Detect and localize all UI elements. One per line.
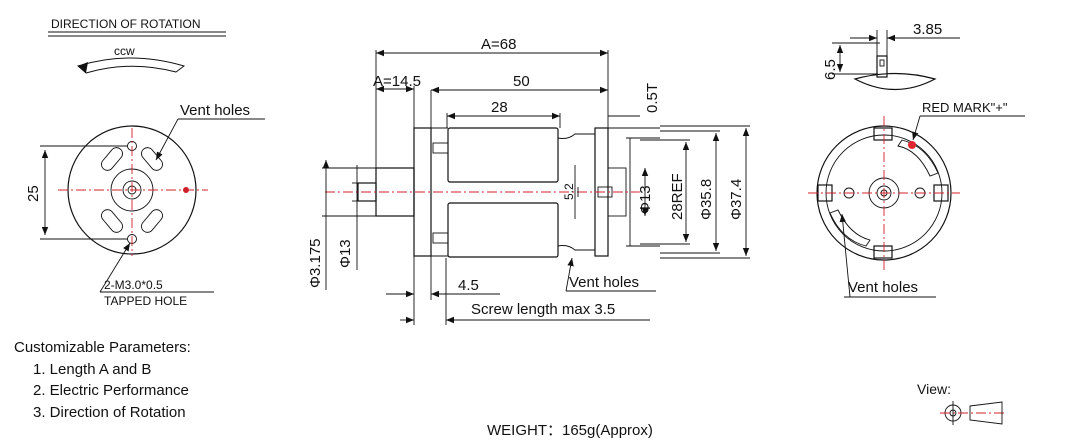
shaft-diameter-dim: Φ3.175 [307,238,324,288]
back-boss-diameter-dim: Φ13 [637,185,654,214]
boss-diameter-dim: Φ13 [337,239,354,268]
parameter-item: 1. Length A and B [33,360,152,378]
screw-length-label: Screw length max 3.5 [471,301,615,318]
back-vent-slot-right [897,139,939,177]
parameters-title: Customizable Parameters: [14,339,191,356]
body-diameter-outer-dim: Φ37.4 [728,179,745,220]
projection-symbol-icon [940,401,1006,425]
back-vent-slot-left [829,209,871,247]
boss-offset-dim: 4.5 [458,277,479,294]
body-bottom [447,202,559,258]
terminal-pitch-dim: 5.2 [562,183,576,200]
customizable-parameters: Customizable Parameters: 1. Length A and… [14,337,191,423]
body-top [447,127,559,183]
red-mark-label: RED MARK"+" [922,100,1008,115]
terminal-detail [853,72,937,91]
terminal-height-dim: 6.5 [822,59,839,80]
direction-title: DIRECTION OF ROTATION [51,17,201,31]
weight-label: WEIGHT：165g(Approx) [487,422,653,439]
front-vent-holes-label: Vent holes [180,102,250,119]
ccw-label: ccw [114,44,135,58]
view-label: View: [917,381,951,397]
tapped-hole-spec: 2-M3.0*0.5 [104,278,163,292]
back-vent-holes-label: Vent holes [848,279,918,296]
overall-length-dim: A=68 [481,36,516,53]
front-height-dim: 25 [25,185,42,202]
end-cap-thickness-dim: 0.5T [644,83,661,113]
parameter-item: 3. Direction of Rotation [33,403,186,421]
side-view: A=68 A=14.5 50 28 0.5T Φ3.175 Φ13 5.2 Φ1… [307,36,750,325]
shaft-length-dim: A=14.5 [373,73,421,90]
front-view: DIRECTION OF ROTATION ccw 25 Vent holes [25,17,265,308]
tapped-hole-label: TAPPED HOLE [104,294,187,308]
side-vent-holes-label: Vent holes [569,274,639,291]
rotation-arrow-icon [76,57,186,74]
back-view: 6.5 3.85 RED MARK"+" Vent holes [808,21,1025,298]
parameter-item: 2. Electric Performance [33,382,189,399]
can-length-dim: 28 [491,99,508,116]
red-mark-icon [908,141,916,149]
body-length-dim: 50 [513,73,530,90]
body-diameter-inner-dim: Φ35.8 [698,179,715,220]
terminal-ref-dim: 28REF [669,173,686,220]
front-vent-slots [101,147,163,233]
terminal-width-dim: 3.85 [913,21,942,38]
